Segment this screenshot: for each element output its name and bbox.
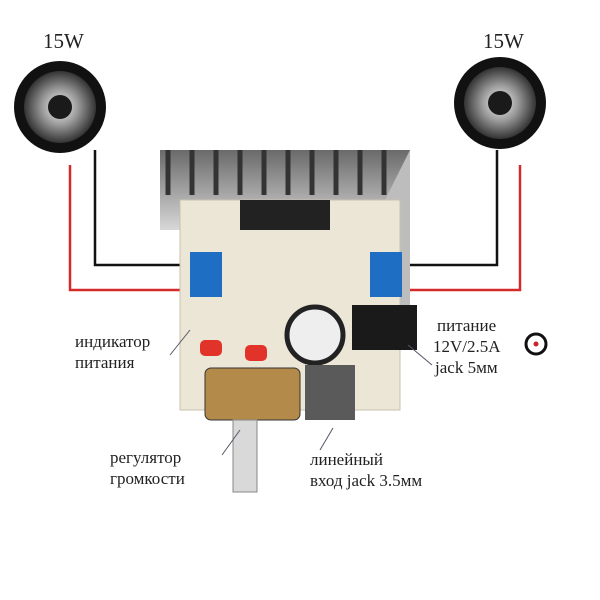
audio-jack — [305, 365, 355, 420]
line-in-label: линейный вход jack 3.5мм — [310, 449, 422, 491]
power-led-left — [200, 340, 222, 356]
callout-lines — [169, 329, 433, 456]
label-line: питание — [437, 316, 497, 335]
power-input-label: питание 12V/2.5A jack 5мм — [433, 315, 501, 378]
label-line: индикатор — [75, 332, 151, 351]
label-line: jack 5мм — [435, 358, 498, 377]
right-speaker-wires — [395, 150, 522, 292]
right-speaker-power: 15W — [483, 29, 524, 53]
left-speaker-terminal — [190, 252, 222, 297]
right-speaker-terminal — [370, 252, 402, 297]
volume-label: регулятор громкости — [110, 447, 185, 489]
power-indicator-label: индикатор питания — [75, 331, 150, 373]
right-speaker-icon — [454, 57, 546, 149]
dc-power-jack — [352, 305, 417, 350]
left-speaker-icon — [14, 61, 106, 153]
volume-potentiometer — [204, 367, 301, 493]
label-line: линейный — [310, 450, 383, 469]
left-speaker-power: 15W — [43, 29, 84, 53]
left-speaker-wires — [68, 150, 195, 292]
label-line: вход jack 3.5мм — [310, 471, 423, 490]
label-line: регулятор — [110, 448, 182, 467]
amplifier-chip — [240, 200, 330, 230]
label-line: 12V/2.5A — [433, 337, 501, 356]
capacitor — [284, 304, 346, 366]
power-led-right — [245, 345, 267, 361]
label-line: питания — [75, 353, 135, 372]
label-line: громкости — [110, 469, 185, 488]
dc-polarity-icon — [524, 332, 548, 356]
